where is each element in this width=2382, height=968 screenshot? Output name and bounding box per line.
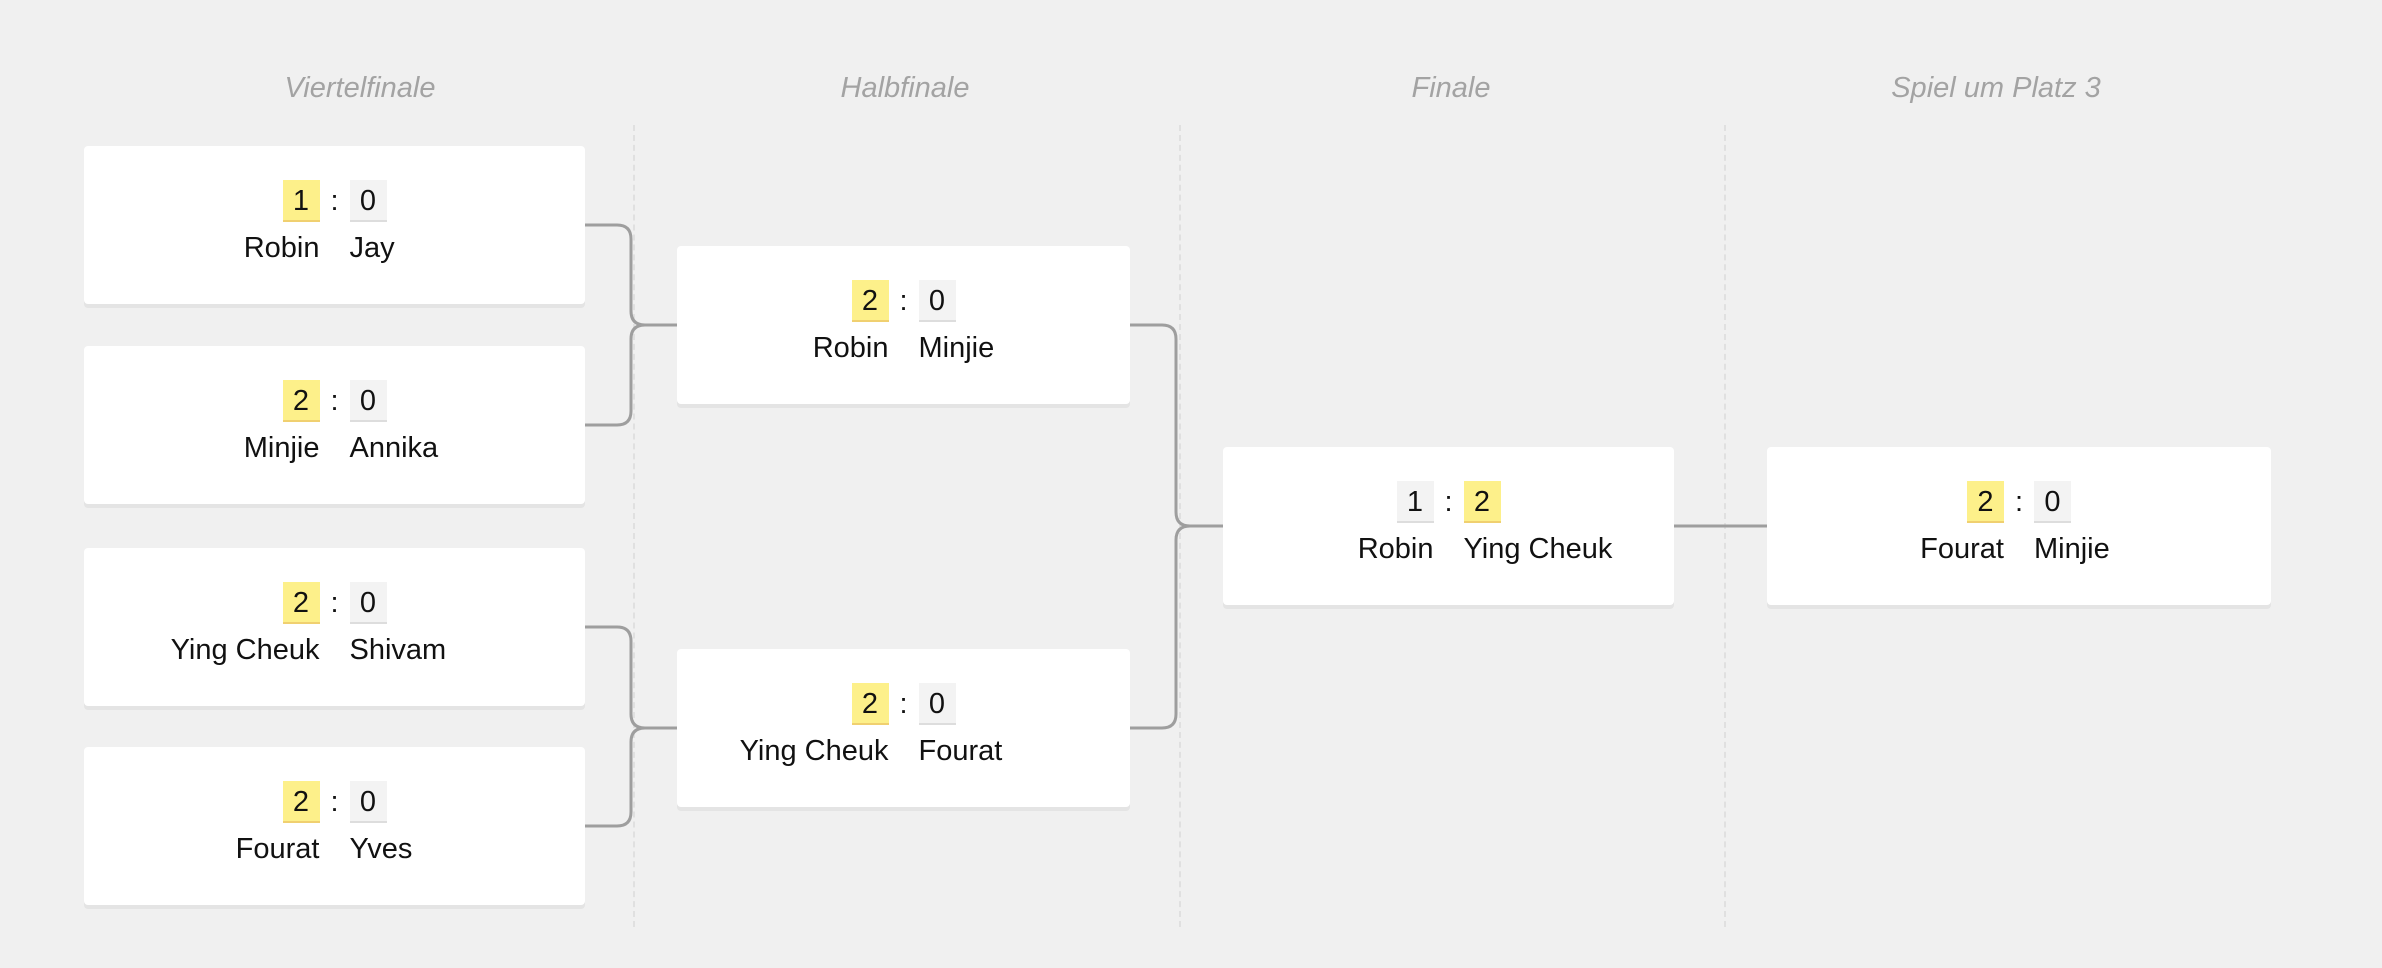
match-grid: 2 : 0 Ying Cheuk Fourat (677, 683, 1130, 768)
score-separator: : (330, 586, 339, 619)
connector-sf1-final (1130, 323, 1223, 528)
away-score[interactable]: 0 (349, 582, 387, 624)
away-player: Shivam (349, 634, 447, 666)
round-title-quarterfinal: Viertelfinale (284, 72, 436, 104)
away-score[interactable]: 0 (918, 683, 956, 725)
score-separator: : (330, 184, 339, 217)
score-separator: : (2014, 485, 2024, 518)
column-divider (633, 125, 635, 927)
away-player: Jay (349, 232, 395, 264)
match-card-final[interactable]: 1 : 2 Robin Ying Cheuk (1223, 447, 1674, 605)
round-title-final: Finale (1411, 72, 1491, 104)
match-grid: 2 : 0 Minjie Annika (84, 380, 585, 465)
score-separator: : (330, 785, 339, 818)
away-player: Fourat (918, 735, 1003, 767)
away-player: Minjie (918, 332, 995, 364)
column-divider (1179, 125, 1181, 927)
match-card-qf1[interactable]: 1 : 0 Robin Jay (84, 146, 585, 304)
connector-qf2-sf1 (585, 323, 646, 427)
score-separator: : (1444, 485, 1453, 518)
round-title-semifinal: Halbfinale (840, 72, 970, 104)
connector-qf4-sf2 (585, 726, 646, 828)
away-player: Yves (349, 833, 413, 865)
away-score[interactable]: 0 (349, 180, 387, 222)
home-score[interactable]: 2 (282, 781, 320, 823)
away-score[interactable]: 2 (1463, 481, 1501, 523)
match-card-qf4[interactable]: 2 : 0 Fourat Yves (84, 747, 585, 905)
away-score[interactable]: 0 (349, 781, 387, 823)
match-card-qf2[interactable]: 2 : 0 Minjie Annika (84, 346, 585, 504)
score-separator: : (330, 384, 339, 417)
match-grid: 1 : 0 Robin Jay (84, 180, 585, 265)
match-card-third[interactable]: 2 : 0 Fourat Minjie (1767, 447, 2271, 605)
connector-qf1-sf1 (585, 223, 677, 327)
away-score[interactable]: 0 (918, 280, 956, 322)
home-score[interactable]: 1 (282, 180, 320, 222)
home-score[interactable]: 2 (282, 582, 320, 624)
away-score[interactable]: 0 (2034, 481, 2071, 523)
away-player: Annika (349, 432, 439, 464)
connector-sf2-final (1130, 524, 1191, 730)
away-score[interactable]: 0 (349, 380, 387, 422)
away-player: Ying Cheuk (1463, 533, 1613, 565)
home-score[interactable]: 2 (851, 683, 889, 725)
score-separator: : (899, 687, 908, 720)
home-player: Robin (1357, 533, 1434, 565)
home-score[interactable]: 1 (1396, 481, 1434, 523)
match-card-sf1[interactable]: 2 : 0 Robin Minjie (677, 246, 1130, 404)
home-score[interactable]: 2 (851, 280, 889, 322)
round-title-third-place: Spiel um Platz 3 (1891, 72, 2101, 104)
match-grid: 1 : 2 Robin Ying Cheuk (1223, 481, 1674, 566)
connector-qf3-sf2 (585, 625, 677, 730)
match-grid: 2 : 0 Robin Minjie (677, 280, 1130, 365)
home-player: Ying Cheuk (170, 634, 320, 666)
away-player: Minjie (2034, 533, 2110, 565)
home-score[interactable]: 2 (1967, 481, 2004, 523)
home-player: Robin (243, 232, 320, 264)
match-grid: 2 : 0 Fourat Minjie (1767, 481, 2271, 566)
match-card-qf3[interactable]: 2 : 0 Ying Cheuk Shivam (84, 548, 585, 706)
home-player: Fourat (235, 833, 320, 865)
score-separator: : (899, 284, 908, 317)
home-player: Minjie (243, 432, 320, 464)
match-card-sf2[interactable]: 2 : 0 Ying Cheuk Fourat (677, 649, 1130, 807)
match-grid: 2 : 0 Fourat Yves (84, 781, 585, 866)
home-player: Ying Cheuk (739, 735, 889, 767)
home-player: Robin (812, 332, 889, 364)
home-score[interactable]: 2 (282, 380, 320, 422)
home-player: Fourat (1920, 533, 2004, 565)
match-grid: 2 : 0 Ying Cheuk Shivam (84, 582, 585, 667)
